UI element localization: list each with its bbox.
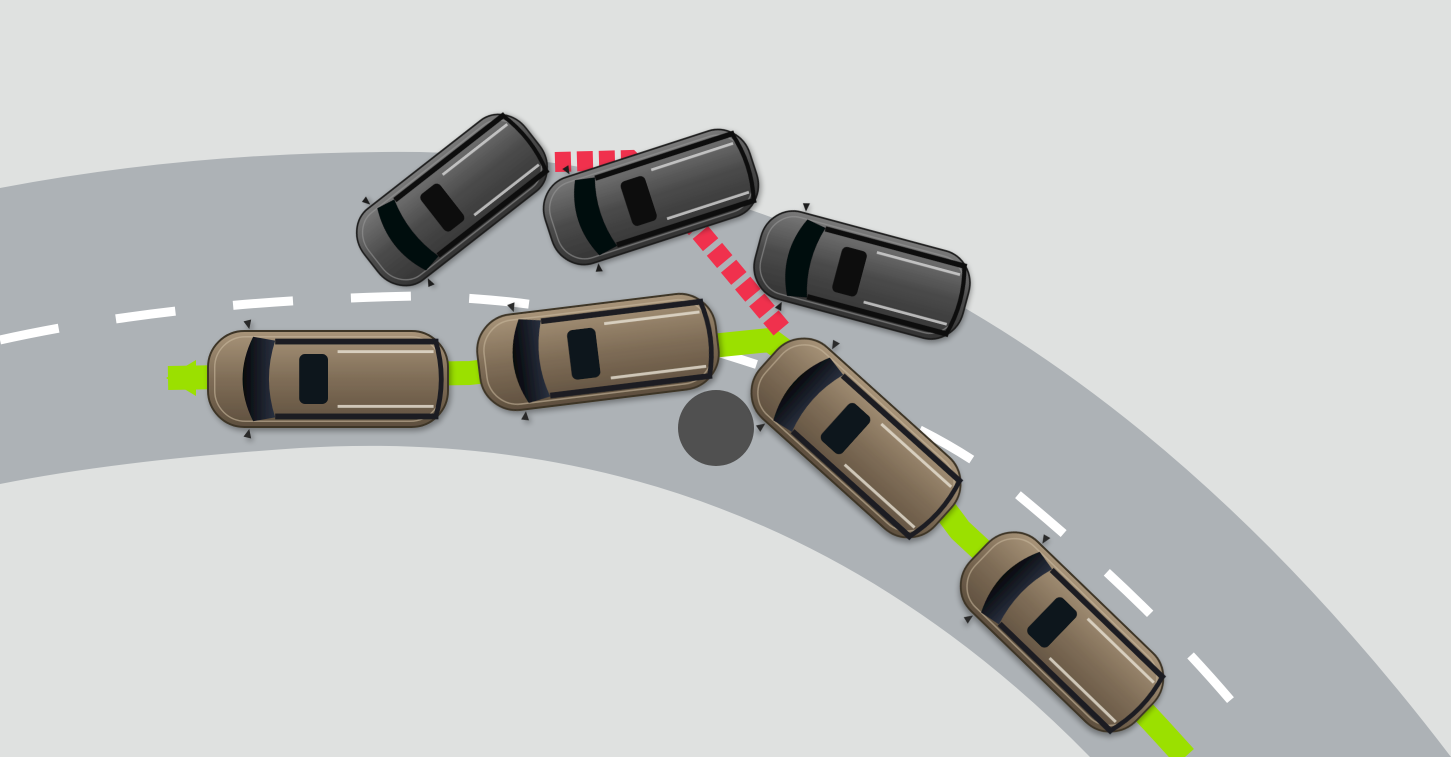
obstacle-circle-icon (678, 390, 754, 466)
stabilized-car-icon (208, 319, 448, 438)
lane-marking (0, 291, 1259, 733)
controlled-path-arrow (166, 360, 196, 396)
